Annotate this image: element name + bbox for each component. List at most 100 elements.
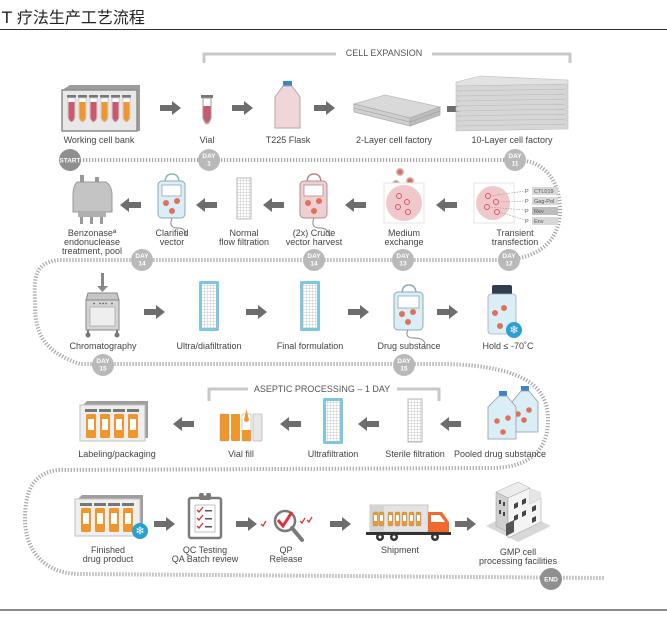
- arrow-icon: [263, 198, 284, 212]
- label-transient-1: Transient: [496, 228, 534, 238]
- snowflake-icon: [506, 322, 522, 338]
- svg-text:DAY: DAY: [508, 153, 522, 160]
- label-qp-1: QP: [279, 545, 292, 555]
- label-vial-fill: Vial fill: [228, 449, 254, 459]
- arrow-icon: [436, 198, 457, 212]
- t225-flask-icon: [274, 81, 301, 129]
- svg-text:DAY: DAY: [396, 253, 410, 260]
- arrow-icon: [437, 305, 458, 319]
- plasmid-prefix: P: [525, 189, 529, 195]
- svg-text:14: 14: [310, 261, 318, 268]
- arrow-icon: [440, 417, 461, 431]
- svg-text:START: START: [59, 158, 80, 165]
- svg-text:❄: ❄: [135, 525, 144, 538]
- arrow-icon: [120, 198, 141, 212]
- label-hold: Hold ≤ -70˚C: [483, 341, 534, 351]
- svg-text:DAY: DAY: [502, 253, 516, 260]
- svg-text:END: END: [544, 577, 558, 584]
- svg-text:15: 15: [400, 366, 408, 373]
- qp-release-magnifier-icon: [260, 509, 313, 542]
- arrow-icon: [160, 101, 181, 115]
- aseptic-bracket: ASEPTIC PROCESSING – 1 DAY: [207, 384, 441, 401]
- label-clarified-2: vector: [160, 237, 185, 247]
- label-benzonase-2: endonuclease: [64, 237, 120, 247]
- arrow-icon: [314, 101, 335, 115]
- label-qc-1: QC Testing: [183, 545, 227, 555]
- label-benzonase-1: Benzonaseª: [68, 228, 117, 238]
- badge-day-15-a: DAY 15: [92, 354, 114, 376]
- cell-expansion-label: CELL EXPANSION: [346, 48, 423, 58]
- plasmid-label: Gag-Pol: [534, 199, 554, 205]
- arrow-icon: [358, 417, 379, 431]
- label-clarified-1: Clarified: [155, 228, 188, 238]
- final-formulation-icon: [300, 281, 320, 331]
- plasmid-tag: [532, 207, 558, 215]
- label-crude-1: (2x) Crude: [293, 228, 336, 238]
- plasmid-tag: [532, 217, 558, 225]
- aseptic-label: ASEPTIC PROCESSING – 1 DAY: [254, 384, 390, 394]
- clarified-vector-bag-icon: [157, 173, 187, 237]
- qc-clipboard-icon: [187, 492, 223, 540]
- label-finished-1: Finished: [91, 545, 125, 555]
- label-pooled: Pooled drug substance: [454, 449, 546, 459]
- plasmid-label: CTL019: [534, 189, 554, 195]
- plasmid-prefix: P: [525, 219, 529, 225]
- label-benzonase-3: treatment, pool: [62, 246, 122, 256]
- plasmid-prefix: P: [525, 199, 529, 205]
- plasmid-label: Rev: [534, 209, 544, 215]
- timeline-path: [22, 158, 606, 580]
- svg-text:DAY: DAY: [135, 253, 149, 260]
- badge-start: START: [59, 149, 81, 171]
- page-title: T 疗法生产工艺流程: [2, 8, 145, 27]
- plasmid-label: Env: [534, 219, 544, 225]
- svg-text:15: 15: [99, 366, 107, 373]
- svg-text:DAY: DAY: [96, 358, 110, 365]
- label-drug-substance: Drug substance: [377, 341, 440, 351]
- arrow-icon: [246, 305, 267, 319]
- label-t225-flask: T225 Flask: [266, 135, 311, 145]
- label-2-layer-factory: 2-Layer cell factory: [356, 135, 433, 145]
- arrow-icon: [173, 417, 194, 431]
- labeling-packaging-icon: [79, 401, 148, 442]
- pooled-drug-substance-icon: [487, 386, 539, 440]
- svg-text:❄: ❄: [509, 324, 518, 337]
- badge-day-14-b: DAY 14: [303, 249, 325, 271]
- label-chromatography: Chromatography: [69, 341, 137, 351]
- plasmid-prefix: P: [525, 209, 529, 215]
- badge-day-1: DAY 1: [198, 149, 220, 171]
- snowflake-icon: [132, 523, 148, 539]
- medium-exchange-icon: [383, 167, 425, 224]
- arrow-icon: [345, 198, 366, 212]
- label-transient-2: transfection: [492, 237, 539, 247]
- badge-day-12: DAY 12: [498, 249, 520, 271]
- svg-text:DAY: DAY: [202, 153, 216, 160]
- badge-day-11: DAY 11: [504, 149, 526, 171]
- working-cell-bank-icon: [61, 85, 140, 132]
- arrow-icon: [330, 517, 351, 531]
- two-layer-factory-icon: [352, 94, 442, 127]
- plasmid-tag: [532, 197, 558, 205]
- svg-text:11: 11: [512, 161, 519, 168]
- vial-icon: [201, 95, 213, 125]
- label-crude-2: vector harvest: [286, 237, 343, 247]
- label-ultrafiltration: Ultrafiltration: [308, 449, 359, 459]
- transient-transfection-icon: [473, 182, 526, 224]
- svg-text:1: 1: [207, 161, 211, 168]
- crude-vector-bag-icon: [299, 173, 331, 237]
- label-normal-2: flow filtration: [219, 237, 269, 247]
- svg-text:DAY: DAY: [397, 358, 411, 365]
- chromatography-icon: [85, 273, 120, 338]
- badge-day-15-b: DAY 15: [393, 354, 415, 376]
- ultradiafiltration-icon: [199, 281, 219, 331]
- sterile-filter-icon: [407, 398, 423, 443]
- label-gmp-1: GMP cell: [500, 547, 536, 557]
- label-medium-2: exchange: [384, 237, 423, 247]
- hold-frozen-bottle-icon: ❄: [487, 285, 522, 338]
- label-qc-2: QA Batch review: [172, 554, 239, 564]
- arrow-icon: [154, 517, 175, 531]
- badge-day-13: DAY 13: [392, 249, 414, 271]
- normal-filter-icon: [236, 177, 252, 220]
- arrow-icon: [232, 101, 253, 115]
